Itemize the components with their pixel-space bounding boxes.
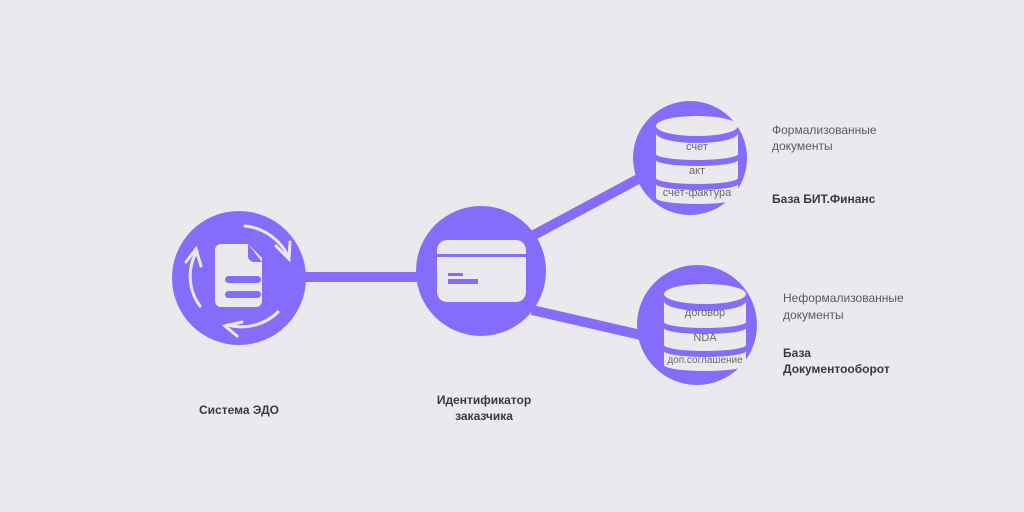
document-sync-icon	[184, 224, 292, 338]
finance-item: счет	[686, 141, 708, 153]
finance-title: База БИТ.Финанс	[772, 192, 876, 206]
node-finance: счет акт счет-фактура	[633, 101, 747, 215]
docflow-item: договор	[685, 307, 725, 319]
database-icon	[656, 116, 738, 204]
finance-description: Формализованные	[772, 123, 877, 137]
customer-id-label: Идентификатор	[437, 393, 531, 407]
node-customer-id	[416, 206, 546, 336]
customer-id-label: заказчика	[455, 409, 513, 423]
docflow-item: NDA	[693, 332, 717, 344]
docflow-item: доп.соглашение	[667, 355, 743, 366]
finance-item: счет-фактура	[663, 187, 732, 199]
finance-description: документы	[772, 139, 833, 153]
docflow-description: Неформализованные	[783, 291, 904, 305]
edge-customer-finance	[529, 172, 645, 241]
card-icon	[437, 240, 526, 302]
docflow-title: База	[783, 346, 811, 360]
docflow-description: документы	[783, 308, 844, 322]
finance-item: акт	[689, 165, 705, 177]
database-icon	[664, 284, 746, 371]
edge-customer-docflow	[530, 305, 647, 341]
edo-label: Система ЭДО	[199, 403, 279, 417]
node-docflow: договор NDA доп.соглашение	[637, 265, 757, 385]
docflow-title: Документооборот	[783, 362, 890, 376]
node-edo	[172, 211, 306, 345]
